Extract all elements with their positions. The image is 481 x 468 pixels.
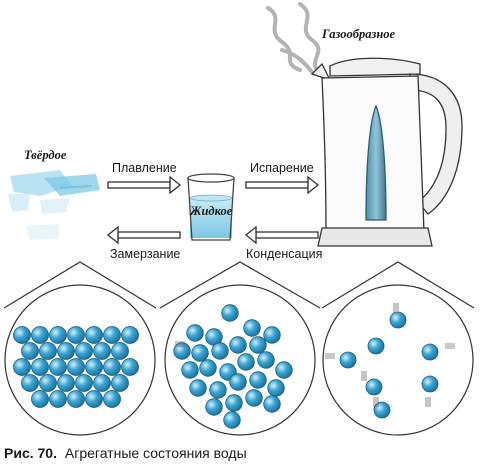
molecule [93,342,111,360]
panel-solid [3,261,157,436]
molecule [389,311,407,329]
molecule [85,326,103,344]
motion-mark [361,371,367,381]
molecule [67,326,85,344]
molecule [103,390,121,408]
motion-mark [373,397,379,407]
molecule [249,371,267,389]
molecule [57,342,75,360]
molecule [229,336,247,354]
molecule [111,374,129,392]
glass-icon [187,173,235,241]
gas-molecules [325,303,455,419]
kettle-icon [310,57,463,247]
caption-text: Агрегатные состояния воды [65,445,247,461]
molecule [103,326,121,344]
molecule [49,326,67,344]
molecule [223,411,241,429]
panel-gas [321,261,475,436]
molecule [186,324,204,342]
molecule [205,398,223,416]
molecule [93,374,111,392]
molecule [31,326,49,344]
molecule [257,351,275,369]
molecule [421,343,439,361]
molecule [103,358,121,376]
molecule [225,394,243,412]
molecule [209,381,227,399]
molecule [57,374,75,392]
molecule [13,358,31,376]
state-solid-label: Твёрдое [24,148,67,162]
caption-number: Рис. 70. [4,445,57,461]
freezing-arrow [106,225,181,245]
molecule [181,361,199,379]
motion-mark [393,303,399,313]
molecule [39,374,57,392]
molecule [229,373,247,391]
molecule [221,304,239,322]
state-liquid-label: Жидкое [189,204,233,218]
motion-mark [325,353,335,359]
molecule [275,361,293,379]
molecule [121,358,139,376]
evaporation-arrow [245,175,320,195]
molecule [121,326,139,344]
molecule [31,358,49,376]
melting-arrow [107,175,182,195]
molecule [367,337,385,355]
molecule [49,358,67,376]
molecule [191,344,209,362]
molecule [263,326,281,344]
molecule [199,359,217,377]
process-condensation-label: Конденсация [246,247,322,261]
molecule [267,379,285,397]
molecule [211,342,229,360]
molecule [21,342,39,360]
molecule [263,395,281,413]
process-evaporation-label: Испарение [250,161,314,175]
molecule [339,351,357,369]
process-melting-label: Плавление [112,161,177,175]
molecule [39,342,57,360]
molecule [21,374,39,392]
molecule [365,378,383,396]
molecule [111,342,129,360]
motion-mark [425,397,431,407]
molecule [249,336,267,354]
molecule [75,374,93,392]
figure-caption: Рис. 70. Агрегатные состояния воды [4,445,247,461]
molecule [243,319,261,337]
motion-mark [445,343,455,349]
panel-liquid [159,261,321,436]
molecule [49,390,67,408]
molecule [85,358,103,376]
molecule [13,326,31,344]
molecule [245,389,263,407]
molecule [237,353,255,371]
molecule [189,379,207,397]
motion-mark [175,341,185,347]
molecule [421,375,439,393]
molecule [75,342,93,360]
ice-icon [8,170,100,240]
molecule [67,358,85,376]
liquid-molecules [173,304,293,429]
state-gas-label: Газообразное [321,27,396,41]
molecule [31,390,49,408]
molecule [67,390,85,408]
condensation-arrow [244,225,319,245]
steam-icon [266,2,321,74]
process-freezing-label: Замерзание [110,247,180,261]
molecule [85,390,103,408]
solid-molecules [13,326,139,408]
molecule [373,401,391,419]
